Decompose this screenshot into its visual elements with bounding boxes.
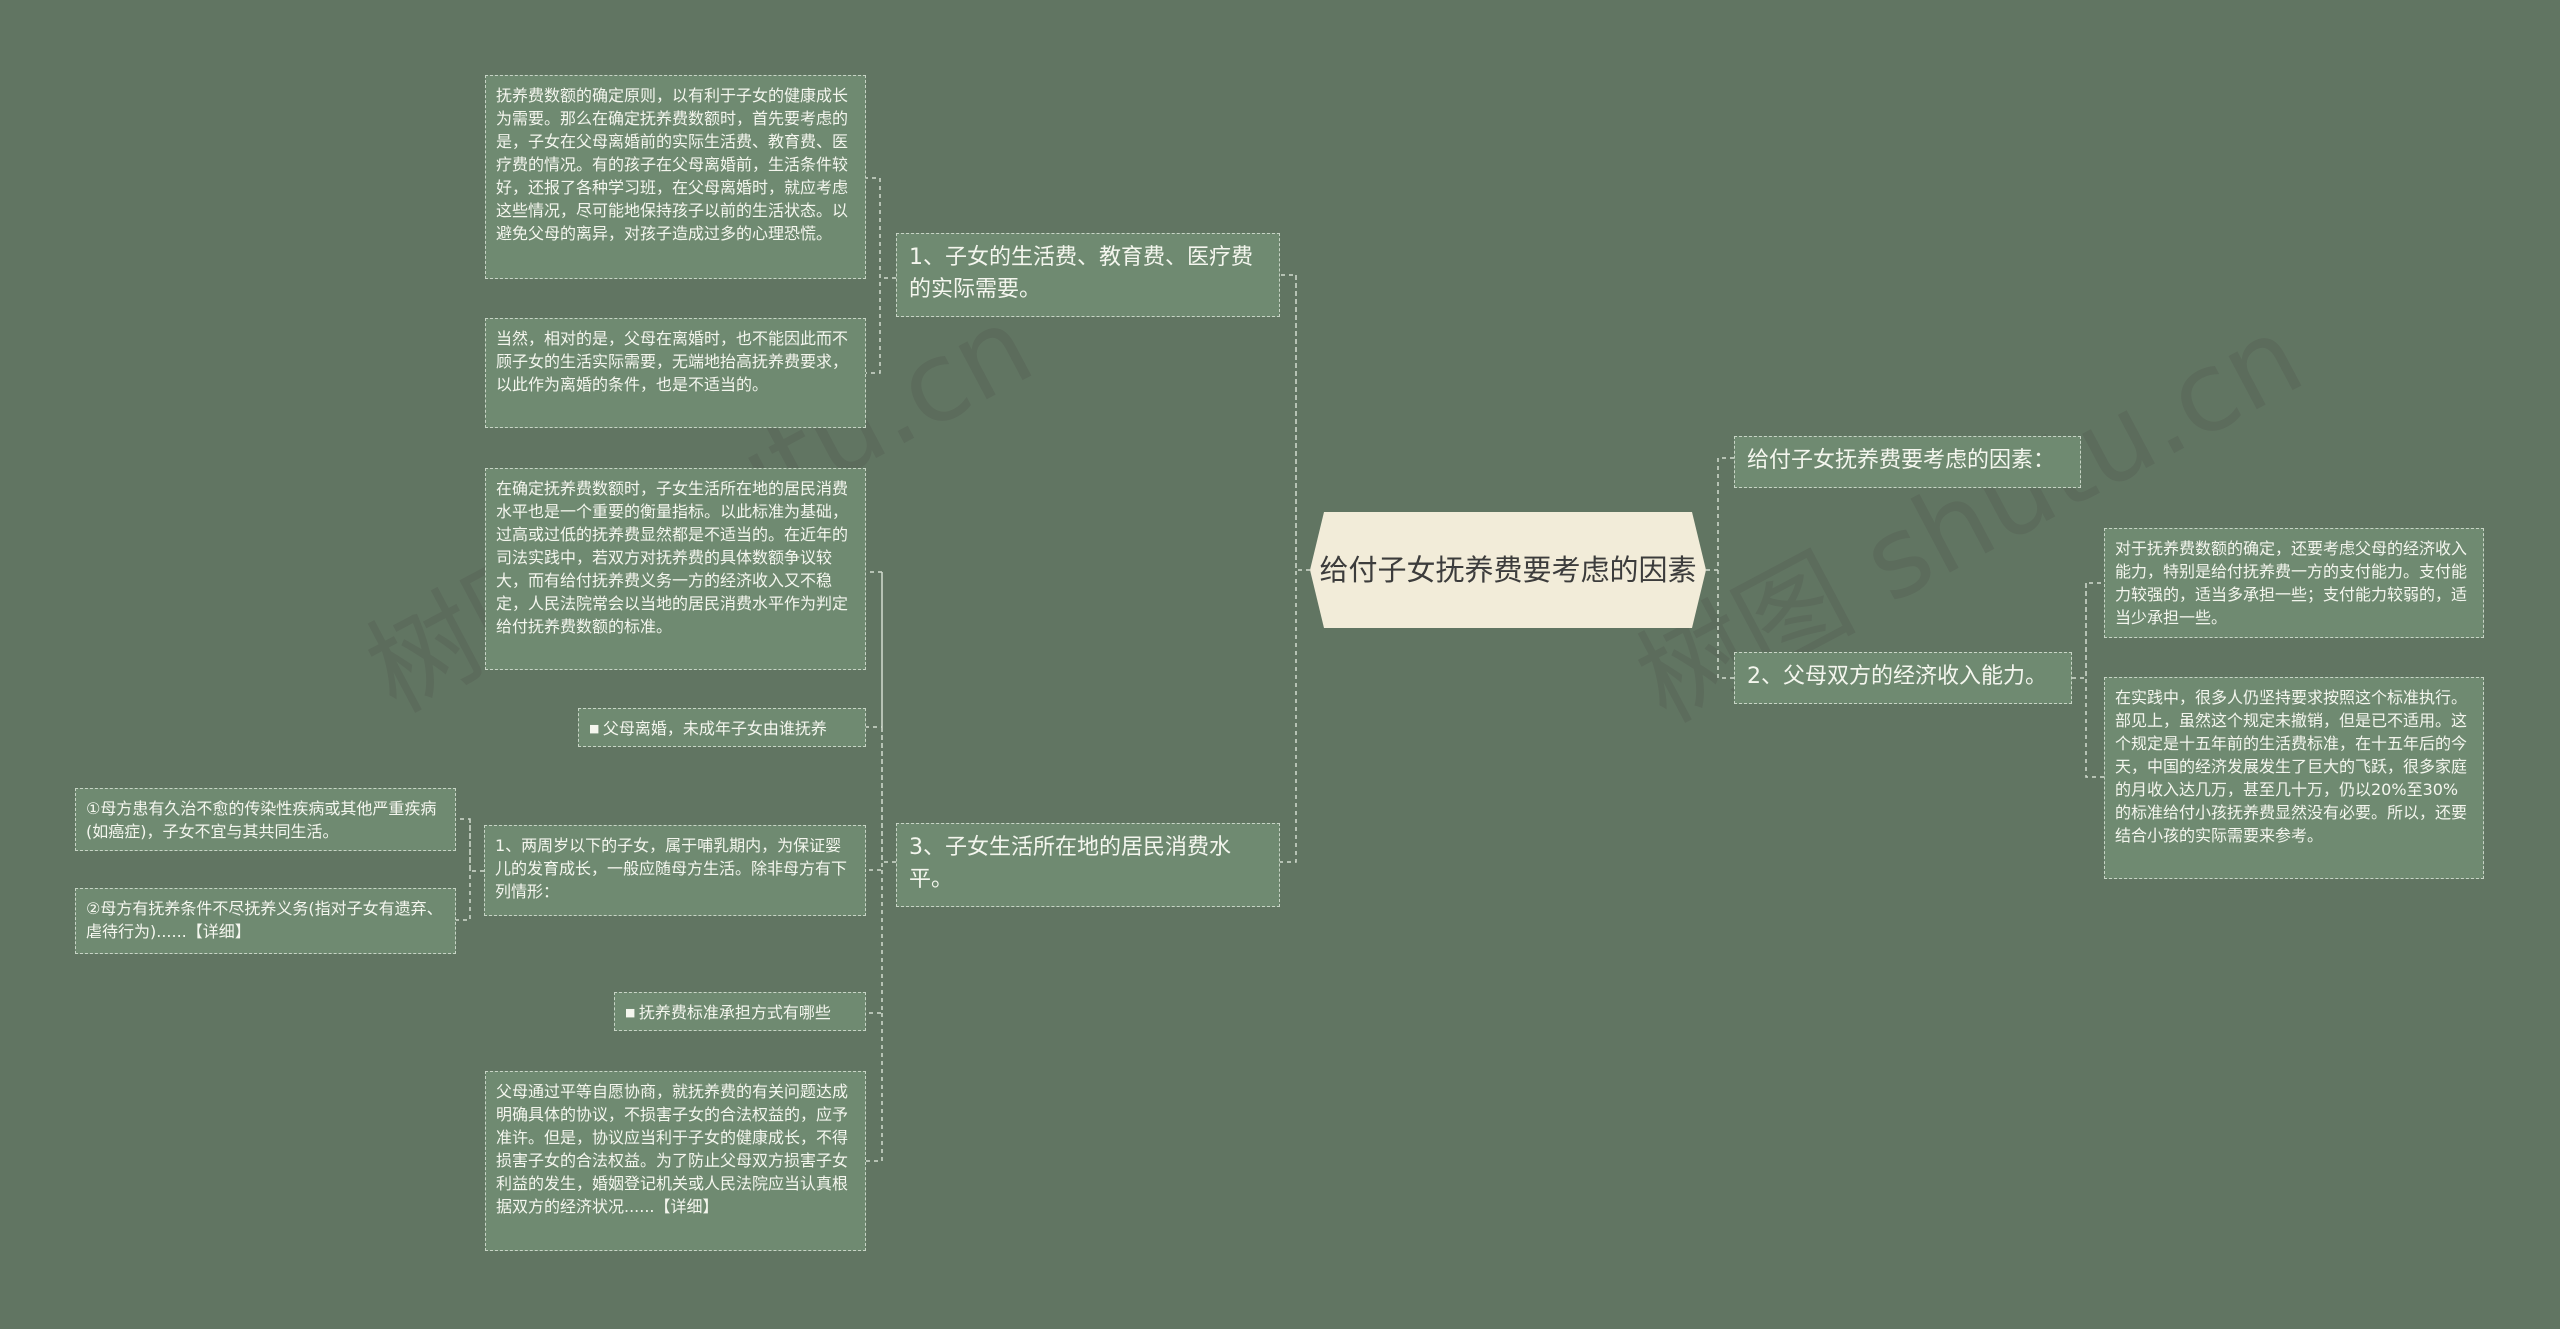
leaf-agreement[interactable]: 父母通过平等自愿协商，就抚养费的有关问题达成明确具体的协议，不损害子女的合法权益… [485,1071,866,1251]
leaf-mother-neglect[interactable]: ②母方有抚养条件不尽抚养义务(指对子女有遗弃、虐待行为)......【详细】 [75,888,456,954]
root-topic-label: 给付子女抚养费要考虑的因素 [1319,553,1697,587]
root-topic[interactable]: 给付子女抚养费要考虑的因素 [1310,512,1706,628]
leaf-not-excessive[interactable]: 当然，相对的是，父母在离婚时，也不能因此而不顾子女的生活实际需要，无端地抬高抚养… [485,318,866,428]
leaf-consumption-standard[interactable]: 在确定抚养费数额时，子女生活所在地的居民消费水平也是一个重要的衡量指标。以此标准… [485,468,866,670]
leaf-income-ability-detail[interactable]: 对于抚养费数额的确定，还要考虑父母的经济收入能力，特别是给付抚养费一方的支付能力… [2104,528,2484,638]
leaf-under-two-years[interactable]: 1、两周岁以下的子女，属于哺乳期内，为保证婴儿的发育成长，一般应随母方生活。除非… [484,825,866,916]
link-leaf3c-subleaves [456,818,484,921]
branch-consumption-level[interactable]: 3、子女生活所在地的居民消费水平。 [896,823,1280,907]
link-custody-after-divorce[interactable]: 父母离婚，未成年子女由谁抚养 [578,708,866,747]
link-branch1-leaves [866,177,896,374]
link-branch2-leaves [2072,582,2104,778]
leaf-determination-principle[interactable]: 抚养费数额的确定原则，以有利于子女的健康成长为需要。那么在确定抚养费数额时，首先… [485,75,866,279]
link-branch3-leaves [866,571,896,1162]
link-center-left [1280,274,1310,863]
branch-intro[interactable]: 给付子女抚养费要考虑的因素： [1734,436,2081,488]
link-center-right [1706,457,1734,679]
leaf-practice-standard[interactable]: 在实践中，很多人仍坚持要求按照这个标准执行。部见上，虽然这个规定未撤销，但是已不… [2104,677,2484,879]
link-support-payment-methods[interactable]: 抚养费标准承担方式有哪些 [614,992,866,1031]
leaf-mother-illness[interactable]: ①母方患有久治不愈的传染性疾病或其他严重疾病(如癌症)，子女不宜与其共同生活。 [75,788,456,851]
branch-income-ability[interactable]: 2、父母双方的经济收入能力。 [1734,652,2072,704]
branch-living-expenses[interactable]: 1、子女的生活费、教育费、医疗费的实际需要。 [896,233,1280,317]
